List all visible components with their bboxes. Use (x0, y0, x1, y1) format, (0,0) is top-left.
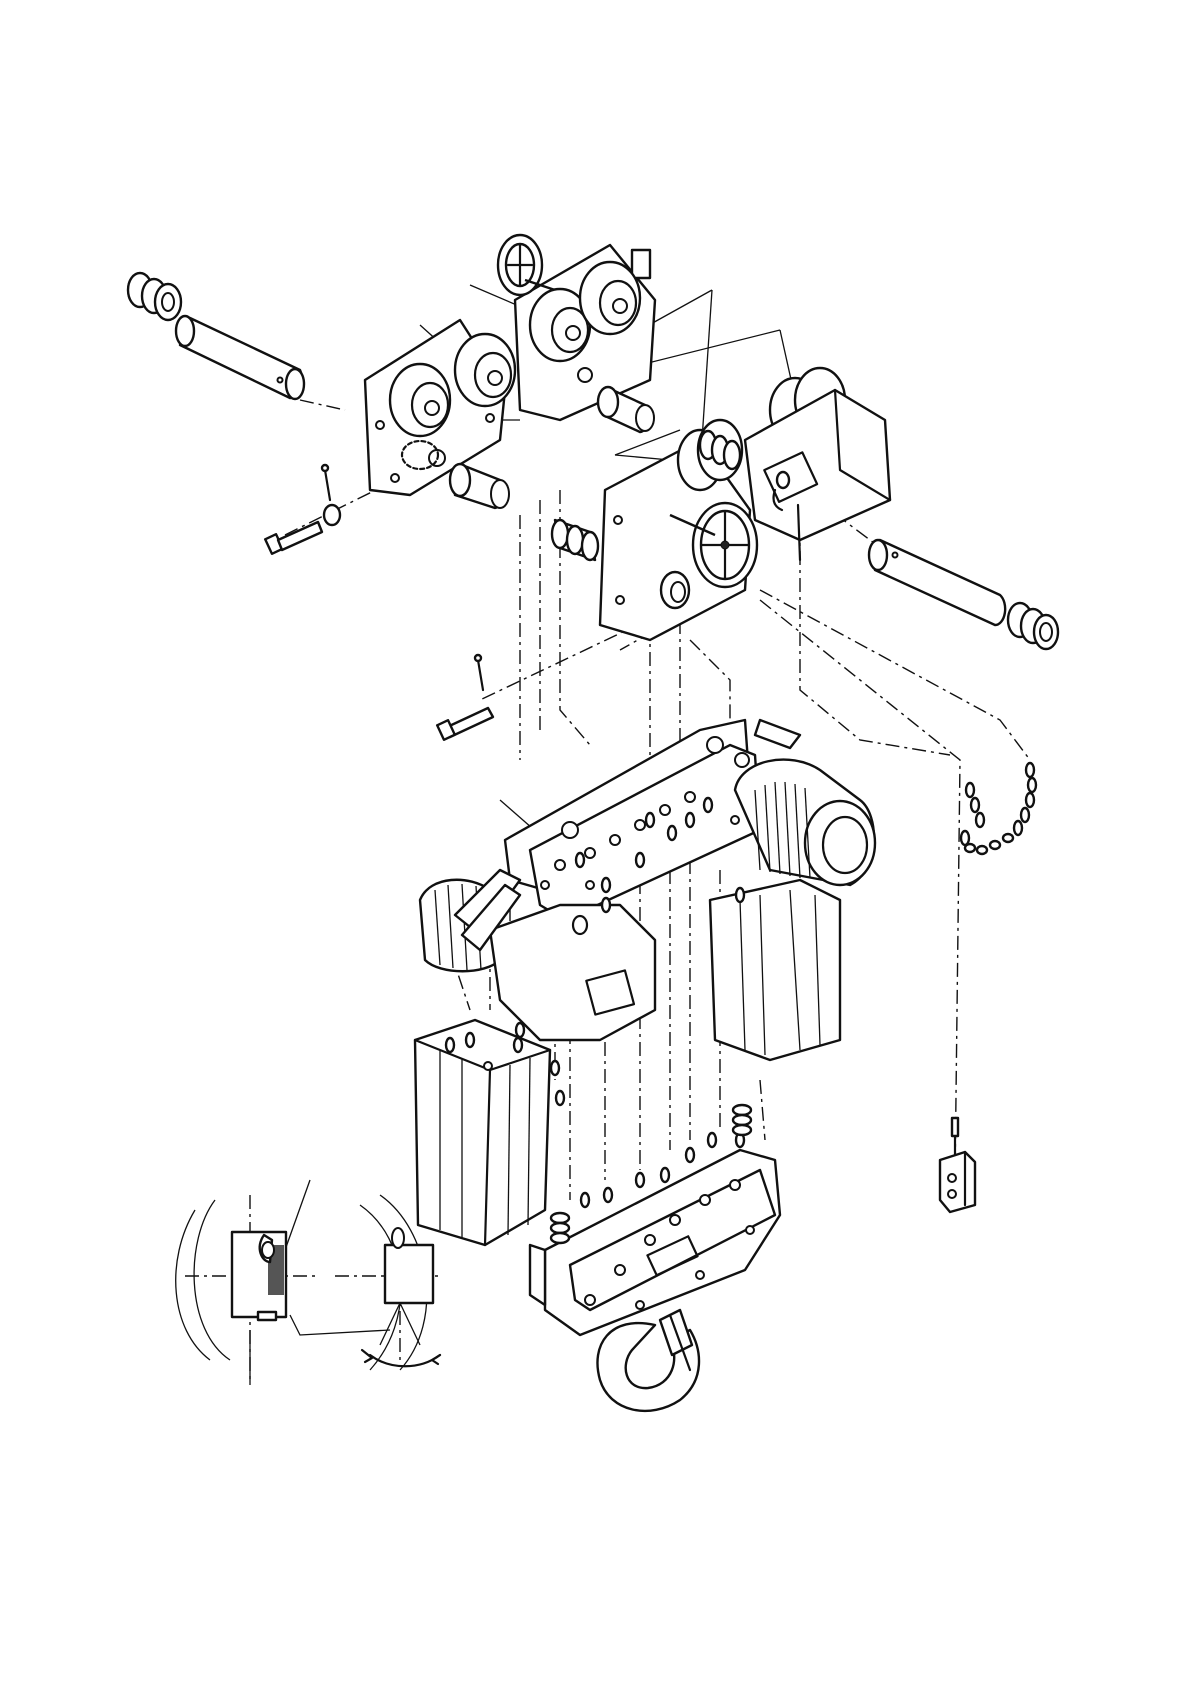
bolt (265, 522, 322, 554)
spacer-pipe (661, 572, 689, 608)
chain-container (415, 1020, 550, 1245)
bolt (437, 708, 493, 740)
nut (324, 505, 340, 525)
push-button-switch (940, 1118, 975, 1212)
cotter-pin (322, 465, 330, 500)
cotter-pin (475, 655, 483, 690)
spacer-spring-hook-right (733, 1105, 751, 1135)
chain-pin-detail (176, 1195, 440, 1385)
suspension-shaft-right (869, 540, 1005, 625)
spacer-spring-center (552, 520, 598, 560)
gear-box (745, 390, 890, 560)
hoist-motor (735, 760, 875, 885)
spacer-spring-right-end (1008, 603, 1058, 649)
hand-chain (961, 763, 1036, 854)
spacer-spring-hook-left (551, 1213, 569, 1243)
geared-wheel (498, 235, 555, 295)
spacer-spring-left (128, 273, 181, 320)
bottom-hook-block (530, 1150, 780, 1335)
chain-container (710, 880, 840, 1060)
suspension-shaft-left (176, 316, 304, 399)
hook (597, 1310, 699, 1411)
